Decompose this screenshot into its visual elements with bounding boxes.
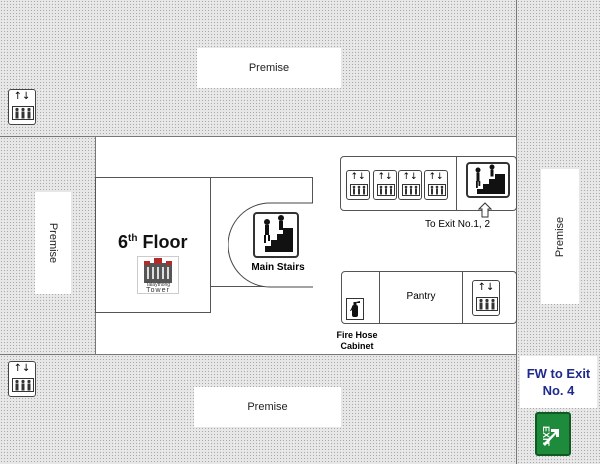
pantry-divider-right (462, 271, 463, 324)
bottom-divider (0, 354, 517, 355)
fire-hose-label: Fire Hose Cabinet (336, 330, 378, 351)
premise-bottom: Premise (194, 387, 341, 427)
elevator-icon: ↑↓ (424, 170, 448, 200)
lift-lobby-divider (456, 156, 457, 211)
elevator-icon: ↑↓ (472, 280, 500, 316)
elevator-icon: ↑↓ (346, 170, 370, 200)
premise-top: Premise (197, 48, 341, 88)
exit-sign-text: EXIT (541, 426, 551, 447)
right-wall-line (516, 0, 517, 464)
logo-line1: Talaythong (145, 282, 171, 288)
premise-right: Premise (541, 169, 579, 304)
pantry-divider-left (379, 271, 380, 324)
stairs-icon (466, 162, 510, 198)
elevator-icon: ↑↓ (373, 170, 397, 200)
premise-left: Premise (35, 192, 71, 294)
right-corridor-area (517, 0, 600, 350)
fire-extinguisher-icon (346, 298, 364, 320)
to-exit-label: To Exit No.1, 2 (425, 219, 491, 230)
up-arrow-icon (477, 202, 493, 218)
logo-line2: Tower (146, 287, 170, 294)
building-logo: Talaythong Tower (137, 256, 179, 294)
exit-sign-icon: EXIT (535, 412, 571, 456)
stairs-icon (253, 212, 299, 258)
fire-way-label: FW to Exit No. 4 (520, 356, 597, 408)
bottom-premise-area (0, 355, 517, 464)
elevator-icon: ↑↓ (8, 89, 36, 125)
main-stairs-label: Main Stairs (251, 262, 305, 273)
elevator-icon: ↑↓ (398, 170, 422, 200)
pantry-label: Pantry (406, 291, 436, 302)
top-divider (0, 136, 517, 137)
floor-title: 6th Floor (118, 232, 188, 252)
elevator-icon: ↑↓ (8, 361, 36, 397)
